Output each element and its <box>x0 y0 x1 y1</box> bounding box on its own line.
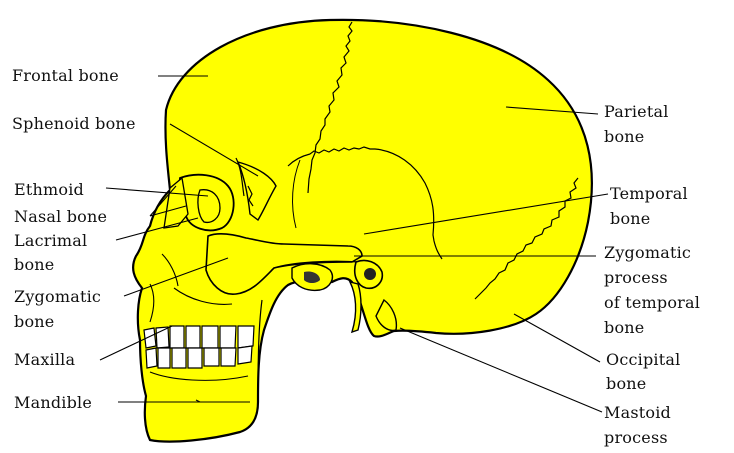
ear-canal-dark <box>364 268 376 280</box>
label-lacrimal-bone: bone <box>14 256 54 273</box>
label-frontal-bone: Frontal bone <box>12 67 119 84</box>
label-ethmoid: Ethmoid <box>14 181 84 198</box>
label-maxilla: Maxilla <box>14 351 75 368</box>
label-sphenoid-bone: Sphenoid bone <box>12 115 136 132</box>
skull-outline <box>133 20 592 442</box>
leader-mastoid <box>400 328 602 412</box>
label-zygomatic-process-3: of temporal <box>604 294 700 311</box>
label-zygomatic-process-4: bone <box>604 319 644 336</box>
label-mastoid: Mastoid <box>604 404 671 421</box>
label-occipital: Occipital <box>606 351 680 368</box>
label-lacrimal: Lacrimal <box>14 232 87 249</box>
label-occipital-bone: bone <box>606 375 646 392</box>
label-temporal: Temporal <box>610 185 688 202</box>
leader-occipital <box>514 314 600 362</box>
label-zygomatic: Zygomatic <box>14 288 101 305</box>
label-parietal: Parietal <box>604 103 669 120</box>
label-mandible: Mandible <box>14 394 92 411</box>
label-nasal-bone: Nasal bone <box>14 208 107 225</box>
label-zygomatic-process: Zygomatic <box>604 244 691 261</box>
label-parietal-bone: bone <box>604 128 644 145</box>
label-zygomatic-process-2: process <box>604 269 668 286</box>
label-temporal-bone: bone <box>610 210 650 227</box>
styloid-process <box>350 282 361 332</box>
upper-teeth <box>144 326 254 348</box>
label-zygomatic-bone: bone <box>14 313 54 330</box>
label-mastoid-process: process <box>604 429 668 446</box>
